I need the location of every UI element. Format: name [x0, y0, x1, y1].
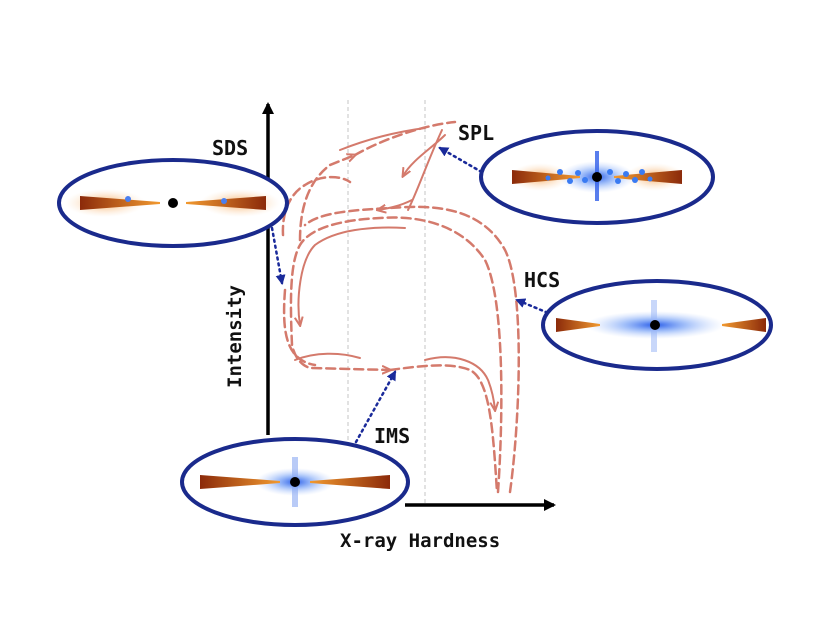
spl-disk-diagram: [479, 129, 715, 225]
track-rise: [289, 216, 503, 494]
pointer-spl: [438, 146, 494, 180]
track-top-left: [298, 155, 355, 242]
state-label-sds: SDS: [212, 136, 248, 160]
pointer-sds: [270, 226, 286, 285]
x-axis-label: X-ray Hardness: [340, 530, 500, 552]
sds-disk-diagram: [57, 158, 289, 248]
state-label-spl: SPL: [458, 121, 494, 145]
hcs-disk-diagram: [541, 279, 773, 371]
track-decay: [388, 364, 499, 494]
q-track-solid: [295, 127, 495, 410]
track-rise-outer: [303, 205, 520, 494]
y-axis-label: Intensity: [224, 285, 246, 388]
pointer-ims: [354, 370, 397, 444]
state-label-ims: IMS: [374, 424, 410, 448]
q-track: [281, 120, 520, 494]
state-label-hcs: HCS: [524, 268, 560, 292]
ims-disk-diagram: [180, 437, 410, 527]
track-bottom-left: [282, 288, 317, 367]
track-left-inner: [281, 175, 352, 237]
